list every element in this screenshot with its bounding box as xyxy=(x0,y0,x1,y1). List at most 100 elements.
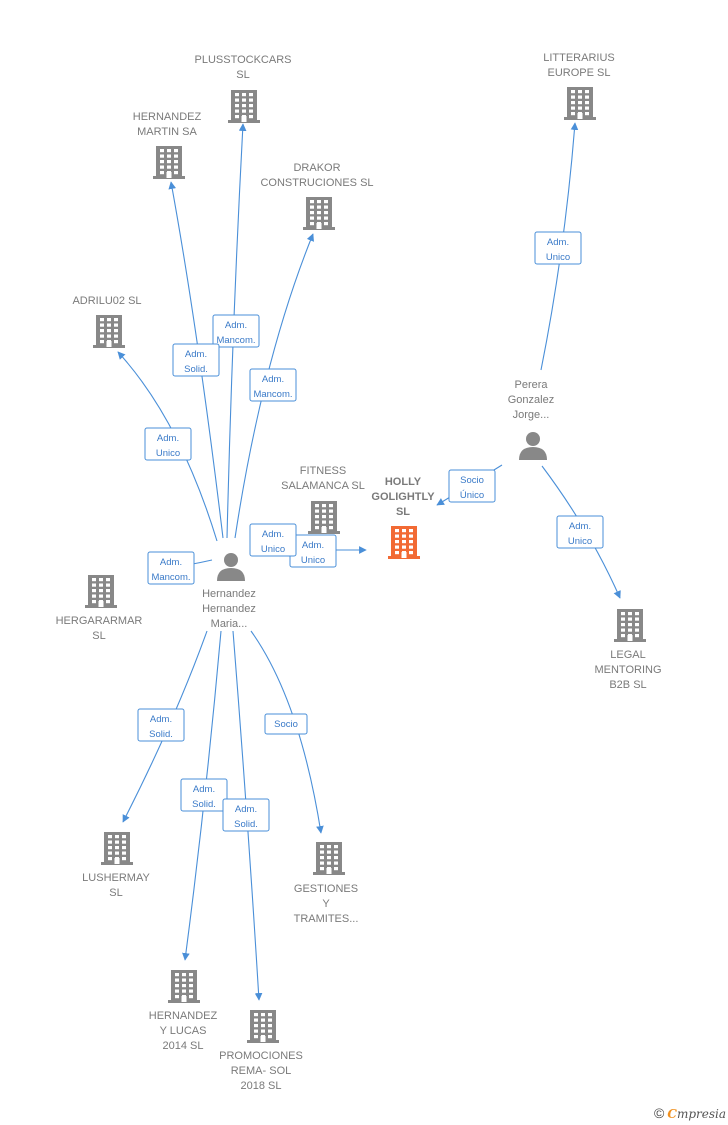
role-label-text: Adm. xyxy=(193,784,215,795)
node-label: 2018 SL xyxy=(241,1080,282,1092)
role-label-box xyxy=(222,798,270,832)
footer-brand[interactable]: ©Cmpresia xyxy=(654,1105,726,1121)
building-icon xyxy=(153,146,185,179)
node-legal[interactable]: LEGAL MENTORING B2B SL xyxy=(594,609,662,691)
node-label: Maria... xyxy=(211,618,248,630)
building-icon xyxy=(614,609,646,642)
brand-logo: Cmpresia xyxy=(667,1107,726,1121)
copyright-symbol: © xyxy=(654,1105,665,1121)
node-drakor[interactable]: DRAKOR CONSTRUCIONES SL xyxy=(260,162,374,230)
building-icon xyxy=(247,1010,279,1043)
building-icon xyxy=(85,575,117,608)
node-label: HERNANDEZ xyxy=(149,1010,218,1022)
node-label: Gonzalez xyxy=(508,394,554,406)
role-label[interactable]: Adm. Unico xyxy=(144,427,192,461)
role-label[interactable]: Adm. Solid. xyxy=(137,708,185,742)
role-label[interactable]: Socio xyxy=(264,713,308,735)
node-label: Jorge... xyxy=(513,409,550,421)
node-label: LUSHERMAY xyxy=(82,872,150,884)
role-label-text: Solid. xyxy=(149,729,173,740)
node-label: B2B SL xyxy=(609,679,646,691)
role-label[interactable]: Adm. Solid. xyxy=(180,778,228,812)
role-label-box xyxy=(172,343,220,377)
building-icon xyxy=(101,832,133,865)
role-label-box xyxy=(180,778,228,812)
role-label-box xyxy=(212,314,260,348)
role-label-text: Adm. xyxy=(160,557,182,568)
role-label[interactable]: Adm.Unico xyxy=(556,515,604,549)
node-label: Hernandez xyxy=(202,588,256,600)
role-label[interactable]: Adm.Solid. xyxy=(222,798,270,832)
role-label-text: Mancom. xyxy=(253,389,292,400)
node-label: Hernandez xyxy=(202,603,256,615)
building-icon xyxy=(564,87,596,120)
role-label-box xyxy=(264,713,308,735)
node-label: LEGAL xyxy=(610,649,645,661)
node-perera[interactable]: PereraGonzalezJorge... xyxy=(508,379,554,460)
role-label[interactable]: Adm.Unico xyxy=(289,534,337,568)
role-label-text: Socio xyxy=(274,719,298,730)
node-label: MARTIN SA xyxy=(137,126,197,138)
role-label[interactable]: Adm. Mancom. xyxy=(249,368,297,402)
node-label: SL xyxy=(236,69,249,81)
node-fitness[interactable]: FITNESS SALAMANCA SL xyxy=(281,465,365,534)
role-label-text: Adm. xyxy=(157,433,179,444)
node-label: SALAMANCA SL xyxy=(281,480,365,492)
role-label-text: Adm. xyxy=(185,349,207,360)
role-label-text: Solid. xyxy=(234,819,258,830)
role-label-text: Único xyxy=(460,490,484,501)
node-plusstockcars[interactable]: PLUSSTOCKCARS SL xyxy=(195,54,292,123)
node-label: 2014 SL xyxy=(163,1040,204,1052)
role-label-box xyxy=(137,708,185,742)
node-gestiones[interactable]: GESTIONESYTRAMITES... xyxy=(294,842,359,925)
node-label: SL xyxy=(92,630,105,642)
node-label: HOLLY xyxy=(385,476,422,488)
node-adrilu02[interactable]: ADRILU02 SL xyxy=(72,295,142,348)
node-label: MENTORING xyxy=(594,664,661,676)
node-label: FITNESS xyxy=(300,465,346,477)
role-label-text: Adm. xyxy=(302,540,324,551)
building-icon xyxy=(303,197,335,230)
person-icon xyxy=(217,553,245,581)
role-label-box xyxy=(249,368,297,402)
role-label-text: Solid. xyxy=(192,799,216,810)
node-label: TRAMITES... xyxy=(294,913,359,925)
node-label: PLUSSTOCKCARS xyxy=(195,54,292,66)
role-label-text: Adm. xyxy=(262,529,284,540)
role-label-text: Adm. xyxy=(547,237,569,248)
role-label-text: Adm. xyxy=(262,374,284,385)
node-hergararmar[interactable]: HERGARARMAR SL xyxy=(56,575,143,642)
role-label[interactable]: Adm.Solid. xyxy=(172,343,220,377)
node-hernandez-maria[interactable]: HernandezHernandezMaria... xyxy=(202,553,256,630)
node-label: DRAKOR xyxy=(293,162,340,174)
role-label[interactable]: Adm.Unico xyxy=(249,523,297,557)
node-label: HERGARARMAR xyxy=(56,615,143,627)
role-label[interactable]: Adm. Mancom. xyxy=(147,551,195,585)
node-label: PROMOCIONES xyxy=(219,1050,303,1062)
node-label: EUROPE SL xyxy=(548,67,611,79)
role-label-box xyxy=(147,551,195,585)
node-label: Perera xyxy=(514,379,548,391)
role-label[interactable]: Adm. Unico xyxy=(534,231,582,265)
building-icon xyxy=(308,501,340,534)
role-labels-layer: Adm. Mancom. Adm. Solid. Adm. Mancom. Adm. Unic… xyxy=(137,231,604,832)
node-label: CONSTRUCIONES SL xyxy=(260,177,373,189)
role-label-text: Unico xyxy=(156,448,180,459)
role-label[interactable]: Adm.Mancom. xyxy=(212,314,260,348)
building-icon xyxy=(93,315,125,348)
role-label-box xyxy=(144,427,192,461)
role-label-box xyxy=(448,469,496,503)
role-label-text: Adm. xyxy=(225,320,247,331)
role-label-text: Unico xyxy=(546,252,570,263)
role-label-text: Mancom. xyxy=(151,572,190,583)
role-label-text: Adm. xyxy=(150,714,172,725)
role-label-text: Unico xyxy=(568,536,592,547)
